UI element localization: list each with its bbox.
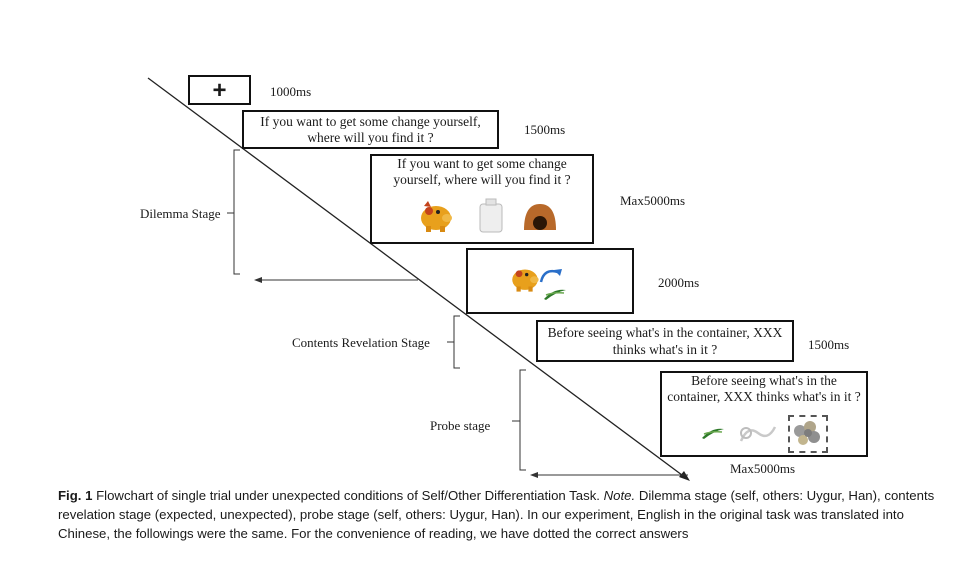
fixation-cross: + [212, 77, 227, 104]
coins-option-icon [794, 421, 820, 445]
leaf-option-icon [702, 428, 724, 439]
probe-bracket [519, 369, 526, 471]
caption-note-text: Dilemma stage (self, others: Uygur, Han)… [58, 488, 935, 541]
dilemma-line-1: If you want to get some change [397, 156, 567, 171]
caption-fig-label: Fig. 1 [58, 488, 93, 503]
dilemma-timing: Max5000ms [620, 193, 685, 208]
correct-answer-dotted-box [788, 415, 828, 453]
question-timing: 1500ms [524, 122, 566, 137]
contents-timing: 2000ms [658, 275, 700, 290]
probe-box: Before seeing what's in the container, X… [660, 371, 868, 457]
dilemma-box: If you want to get some change yourself,… [370, 154, 594, 244]
probe-timing: Max5000ms [730, 461, 795, 476]
contents-bracket [453, 315, 460, 369]
timeline-arrowhead [679, 471, 690, 481]
reveal-arrow-icon [539, 269, 562, 283]
dilemma-line-2: yourself, where will you find it ? [393, 172, 571, 187]
probe-stage-label: Probe stage [430, 418, 491, 433]
fixation-box: + [188, 75, 251, 105]
probe-line-1: Before seeing what's in the [691, 373, 837, 388]
belief-question-line-2: thinks what's in it ? [612, 342, 718, 357]
dilemma-stage-label: Dilemma Stage [140, 206, 221, 221]
cable-option-icon [739, 426, 777, 442]
caption-note-label: Note. [603, 488, 636, 503]
piggy-reveal-icon [512, 269, 539, 292]
figure-caption: Fig. 1 Flowchart of single trial under u… [58, 486, 938, 543]
leaf-icon [544, 289, 566, 300]
caption-text: Flowchart of single trial under unexpect… [96, 488, 600, 503]
white-container-icon [479, 198, 503, 233]
contents-box [466, 248, 634, 314]
brown-hut-icon [524, 204, 556, 230]
probe-line-2: container, XXX thinks what's in it ? [667, 389, 861, 404]
question-line-1: If you want to get some change yourself, [260, 114, 481, 129]
belief-question-timing: 1500ms [808, 337, 850, 352]
timeline-diagonal [147, 77, 687, 479]
dilemma-bracket [233, 149, 240, 275]
question-box: If you want to get some change yourself,… [242, 110, 499, 149]
piggy-bank-icon [421, 201, 452, 232]
fixation-timing: 1000ms [270, 84, 312, 99]
belief-question-box: Before seeing what's in the container, X… [536, 320, 794, 362]
belief-question-line-1: Before seeing what's in the container, X… [547, 325, 783, 340]
question-line-2: where will you find it ? [307, 130, 434, 145]
contents-stage-label: Contents Revelation Stage [292, 335, 430, 350]
